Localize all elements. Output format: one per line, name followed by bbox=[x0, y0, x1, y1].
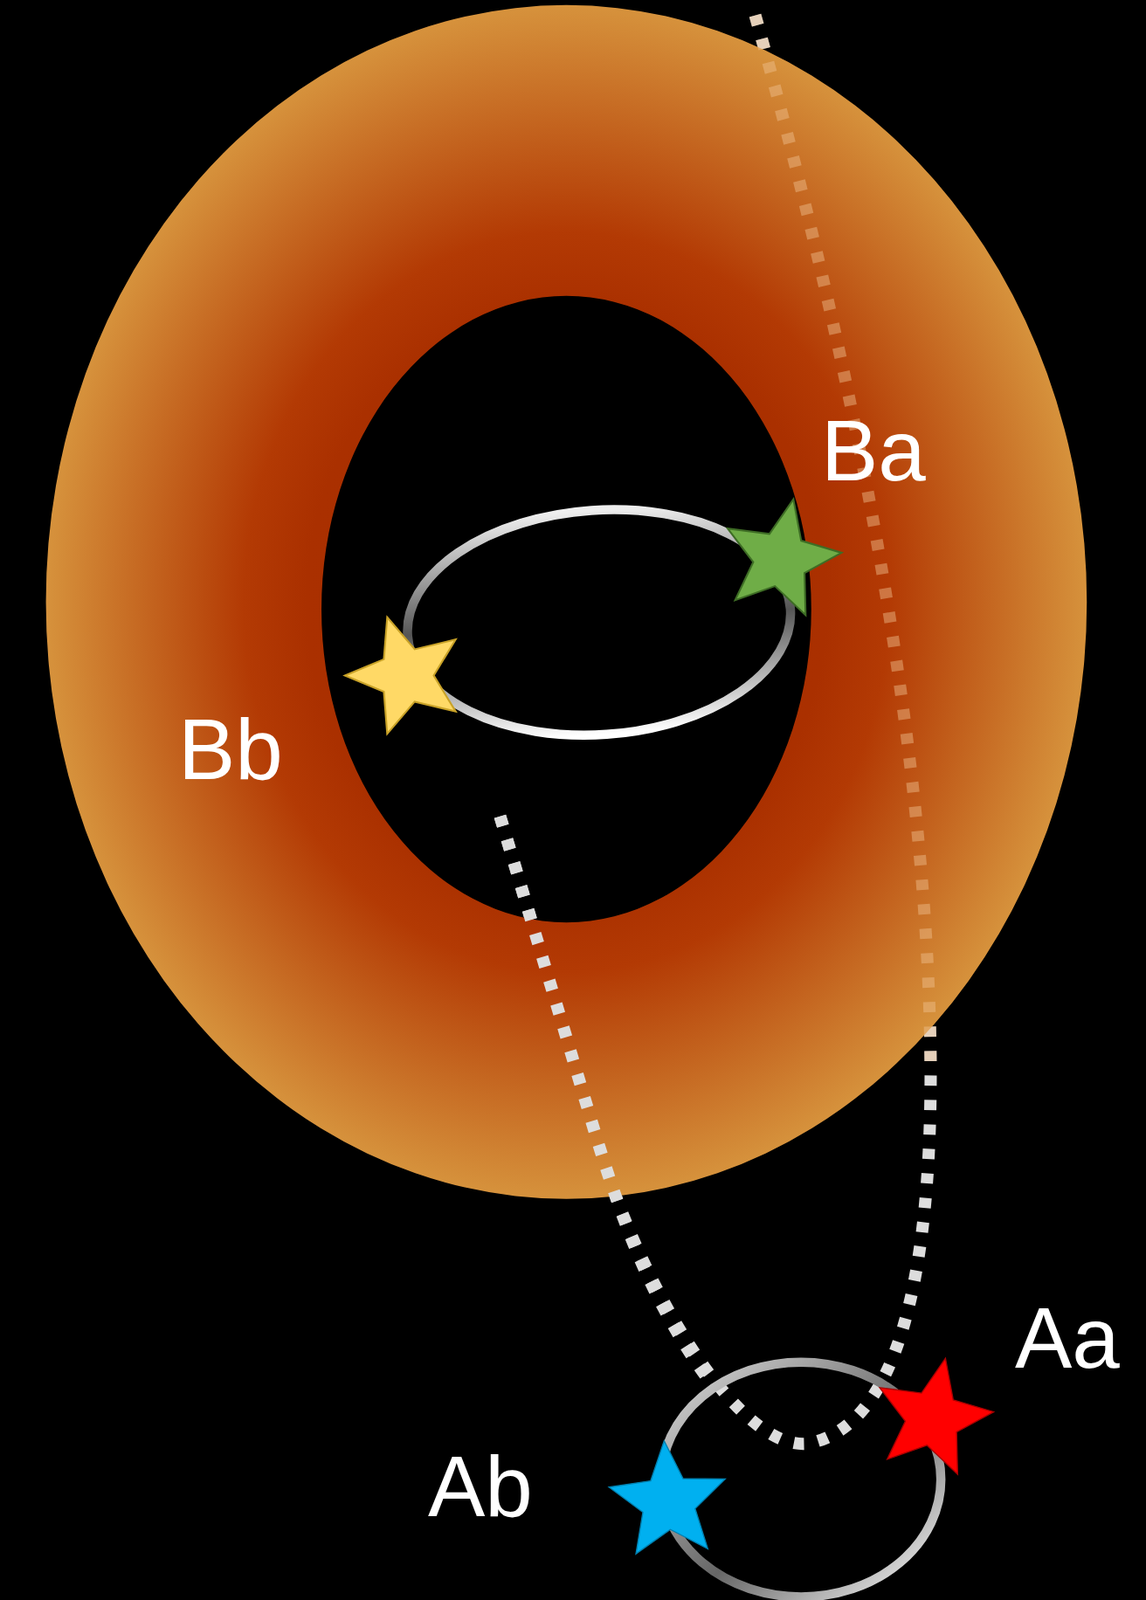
star-bb bbox=[331, 599, 477, 741]
star-aa bbox=[865, 1346, 1003, 1480]
star-ab bbox=[606, 1436, 731, 1556]
star-label: Ab bbox=[428, 1443, 533, 1530]
star-label: Bb bbox=[178, 706, 284, 793]
star-label: Aa bbox=[1014, 1295, 1120, 1381]
outer-orbit-front bbox=[499, 816, 714, 1388]
circumbinary-disk bbox=[46, 5, 1088, 1200]
star-ba bbox=[713, 487, 851, 621]
star-label: Ba bbox=[821, 407, 926, 494]
